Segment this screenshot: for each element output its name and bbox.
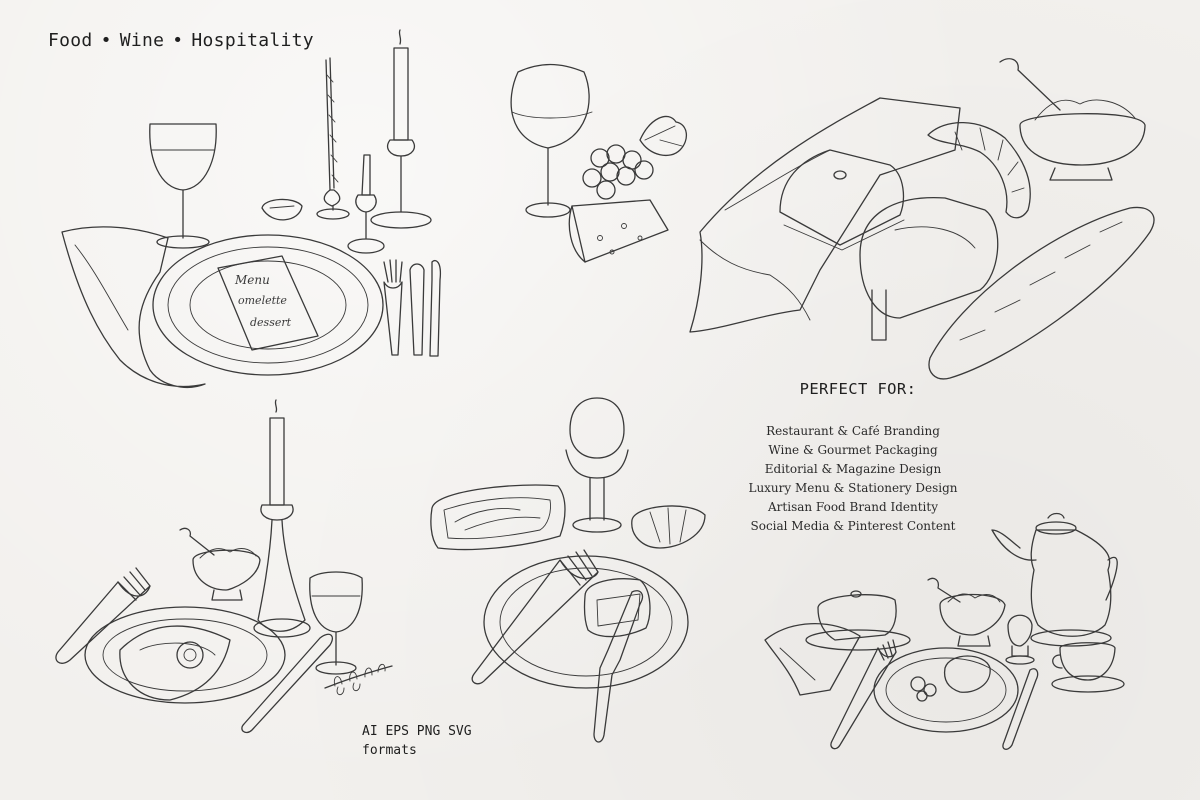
- formats-list: AI EPS PNG SVG: [362, 724, 472, 739]
- menu-card-line2: omelette: [238, 294, 287, 307]
- tagline-separator: •: [100, 30, 112, 51]
- breakfast-butter-croissant-baguette-illustration: [689, 58, 1155, 380]
- tagline-separator: •: [172, 30, 184, 51]
- egg-cup-sardine-tin-plate-illustration: [430, 397, 706, 743]
- formats-label: formats: [362, 743, 417, 758]
- formats-note: AI EPS PNG SVG formats: [362, 722, 472, 760]
- use-case-item: Editorial & Magazine Design: [764, 462, 942, 476]
- menu-card-line1: Menu: [234, 273, 270, 287]
- tagline: Food • Wine • Hospitality: [48, 30, 314, 51]
- use-case-item: Restaurant & Café Branding: [766, 424, 940, 438]
- teapot-breakfast-setting-illustration: [764, 512, 1125, 750]
- use-case-item: Wine & Gourmet Packaging: [768, 443, 938, 457]
- tagline-wine: Wine: [119, 30, 165, 51]
- candle-napkin-place-setting-illustration: [55, 399, 393, 734]
- perfect-for-title: PERFECT FOR:: [799, 380, 917, 398]
- candlelit-table-setting-illustration: Menu omelette dessert: [61, 29, 442, 388]
- tagline-food: Food: [48, 30, 93, 51]
- use-case-item: Artisan Food Brand Identity: [768, 500, 938, 514]
- menu-card-line3: dessert: [250, 316, 292, 329]
- use-case-list: Restaurant & Café Branding Wine & Gourme…: [722, 422, 984, 536]
- tagline-hospitality: Hospitality: [191, 30, 314, 51]
- use-case-item: Luxury Menu & Stationery Design: [748, 481, 958, 495]
- use-case-item: Social Media & Pinterest Content: [750, 519, 956, 533]
- wine-glass-grapes-cheese-illustration: [510, 63, 687, 263]
